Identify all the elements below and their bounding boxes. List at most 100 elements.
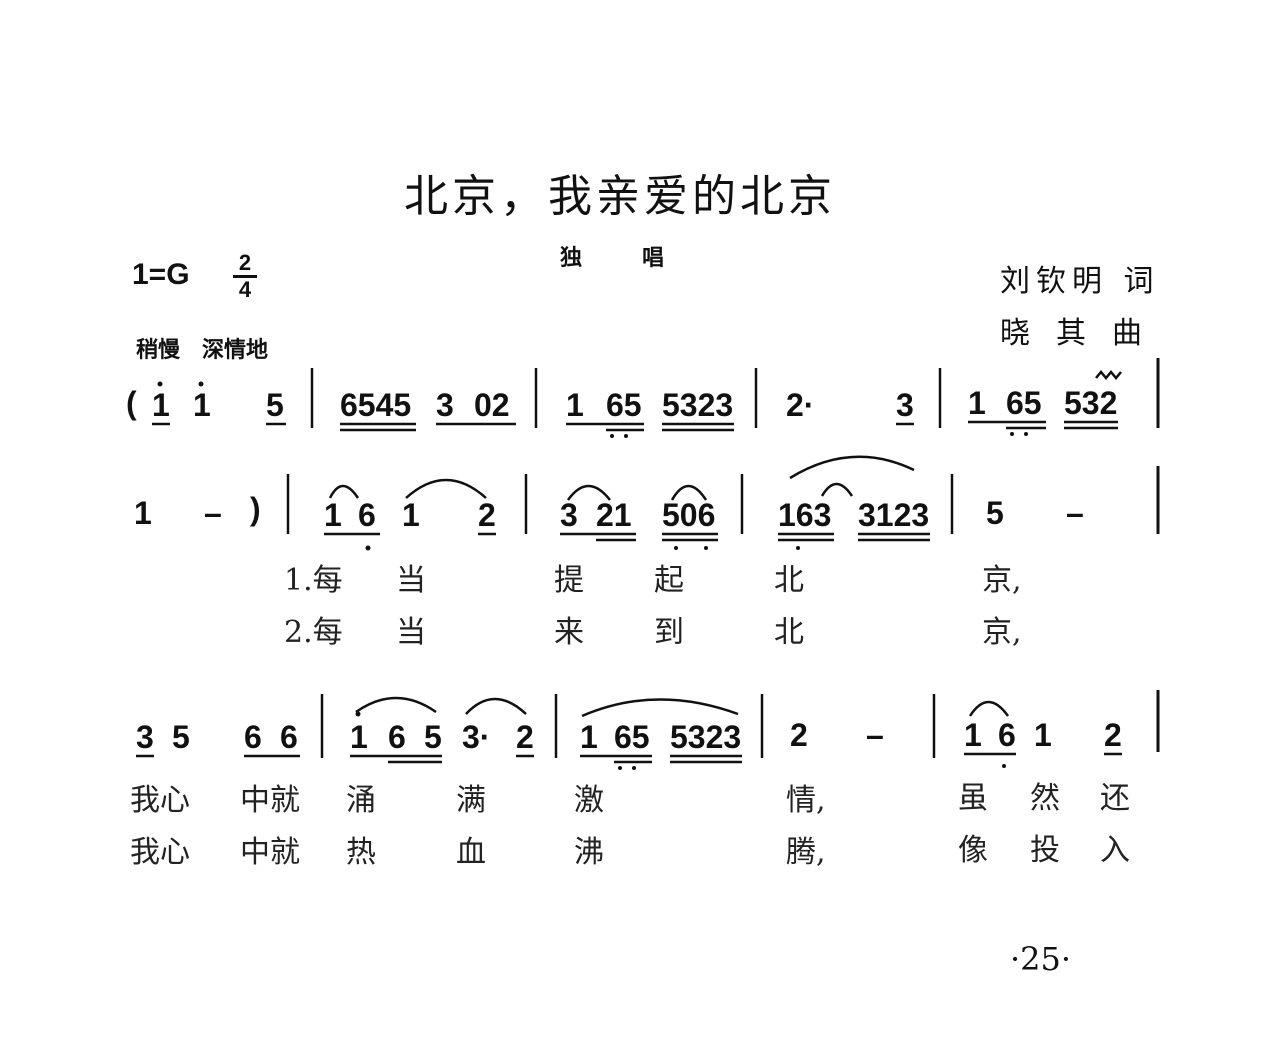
lyric-verse1: 中就 <box>240 783 300 818</box>
time-signature: 2 4 <box>233 252 257 301</box>
note: 3· <box>462 719 490 755</box>
lyric-verse2: 腾, <box>786 835 826 870</box>
mordent-icon <box>1095 370 1122 380</box>
composer-credit: 晓其曲 <box>1000 316 1168 351</box>
note: 1 <box>1034 717 1052 753</box>
slur <box>820 482 854 497</box>
note: 2 <box>790 717 808 753</box>
slur <box>670 484 708 501</box>
slur <box>465 697 527 715</box>
open-paren: ( <box>126 385 137 421</box>
note: 532 <box>1064 385 1117 421</box>
note: 506 <box>662 497 715 533</box>
note: 163 <box>778 497 831 533</box>
lyric-verse1: 虽 <box>958 781 988 816</box>
note: 5323 <box>670 719 741 755</box>
lyric-verse2: 像 <box>958 833 988 868</box>
note: 02 <box>474 387 510 423</box>
note: 6 <box>244 719 262 755</box>
close-paren: ) <box>250 491 261 527</box>
lyric-verse2: 沸 <box>574 835 604 870</box>
lyric-verse2: 北 <box>774 615 804 650</box>
note: 65 <box>614 719 650 755</box>
note: 5323 <box>662 387 733 423</box>
note: 65 <box>606 387 642 423</box>
note: 5 <box>172 719 190 755</box>
note: 1 <box>968 385 986 421</box>
note: 3 <box>560 497 578 533</box>
note: 1 <box>402 497 420 533</box>
time-signature-bottom: 4 <box>238 277 252 302</box>
note: 3 <box>436 387 454 423</box>
song-title: 北京，我亲爱的北京 <box>404 171 836 222</box>
lyricist-credit: 刘钦明 词 <box>1000 264 1160 299</box>
note: 5 <box>986 495 1004 531</box>
lyric-verse2: 我心 <box>130 835 190 870</box>
staff-1: ( 1 1 5 6545 3 02 1 65 5323 2· 3 1 65 53… <box>126 358 1160 438</box>
lyric-verse1: 涌 <box>346 783 376 818</box>
time-signature-top: 2 <box>238 250 252 275</box>
lyric-verse2: 投 <box>1030 833 1060 868</box>
slur <box>968 700 1010 717</box>
lyric-verse1: 我心 <box>130 783 190 818</box>
lyric-verse2: 入 <box>1100 833 1130 868</box>
lyric-verse1: 满 <box>456 783 486 818</box>
tempo-marking: 稍慢 深情地 <box>136 338 269 363</box>
lyric-verse2: 热 <box>346 835 376 870</box>
note: 6545 <box>340 387 411 423</box>
note: 3 <box>896 387 914 423</box>
note: 1 <box>964 717 982 753</box>
note: 1 <box>134 495 152 531</box>
note: 21 <box>596 497 632 533</box>
key-signature: 1=G <box>132 258 190 291</box>
slur <box>328 484 360 499</box>
note: 1 <box>566 387 584 423</box>
performance-type: 独唱 <box>560 246 725 271</box>
note: 3 <box>136 719 154 755</box>
lyric-verse1: 京, <box>982 563 1022 598</box>
slur <box>566 484 611 501</box>
page-number: ·25· <box>1010 940 1072 978</box>
note: 5 <box>266 387 284 423</box>
note: 1 <box>324 497 342 533</box>
lyric-verse1: 起 <box>654 563 684 598</box>
lyric-verse1: 当 <box>396 563 426 598</box>
staff-3: 3 5 6 6 1 6 5 3· 2 1 65 5323 2 – 1 6 1 2 <box>130 690 1160 870</box>
lyric-verse2: 京, <box>982 615 1022 650</box>
note: 6 <box>358 497 376 533</box>
lyric-verse1: 情, <box>786 783 826 818</box>
note: 6 <box>280 719 298 755</box>
note: 65 <box>1006 385 1042 421</box>
lyric-verse2: 来 <box>554 615 584 650</box>
slur <box>581 698 739 718</box>
slur <box>355 696 437 714</box>
lyric-verse1: 1.每 <box>284 563 343 598</box>
lyric-verse2: 中就 <box>240 835 300 870</box>
note: 1 <box>193 387 211 423</box>
lyric-verse1: 提 <box>554 563 584 598</box>
note: 1 <box>350 719 368 755</box>
slur <box>405 478 487 499</box>
note: 2· <box>786 387 814 423</box>
note: 6 <box>388 719 406 755</box>
slur <box>789 455 915 480</box>
lyric-verse1: 激 <box>574 783 604 818</box>
note: 1 <box>580 719 598 755</box>
lyric-verse2: 到 <box>654 615 684 650</box>
staff-2: 1 – ) 1 6 1 2 3 21 506 163 3123 5 – <box>134 455 1160 650</box>
note: 6 <box>998 717 1016 753</box>
lyric-verse1: 北 <box>774 563 804 598</box>
note: 2 <box>1104 717 1122 753</box>
lyric-verse2: 当 <box>396 615 426 650</box>
note: – <box>1066 495 1084 531</box>
note: – <box>866 717 884 753</box>
note: 1 <box>152 387 170 423</box>
lyric-verse1: 然 <box>1030 781 1060 816</box>
lyric-verse2: 血 <box>456 835 486 870</box>
note: – <box>204 495 222 531</box>
note: 5 <box>424 719 442 755</box>
lyric-verse1: 还 <box>1100 781 1130 816</box>
note: 2 <box>516 719 534 755</box>
note: 3123 <box>858 497 929 533</box>
